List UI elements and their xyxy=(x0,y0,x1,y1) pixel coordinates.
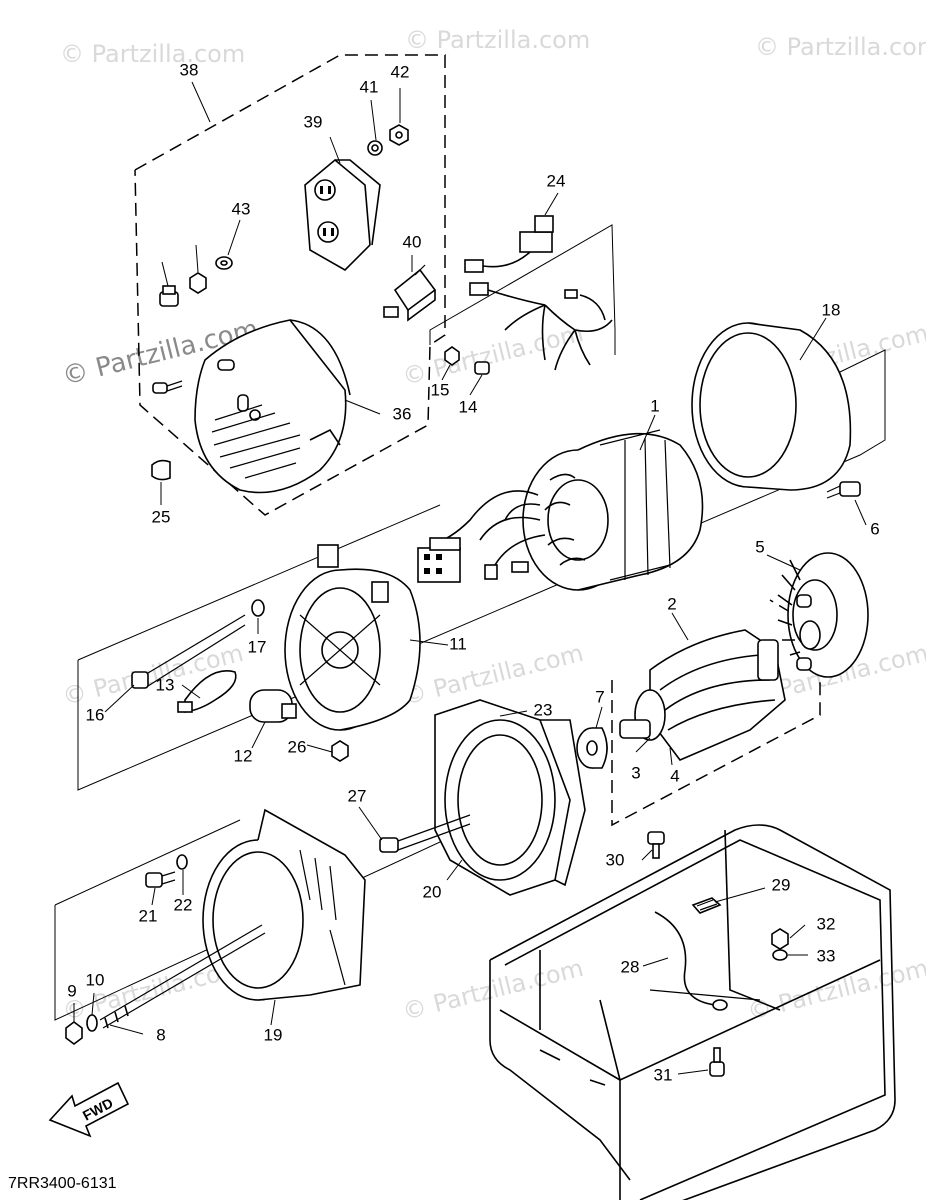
lock-washer-39 xyxy=(367,140,383,156)
callout-5: 5 xyxy=(755,537,764,556)
plug-25 xyxy=(151,459,171,481)
callout-39: 41 xyxy=(360,77,379,96)
callout-28: 28 xyxy=(621,957,640,976)
callout-20: 20 xyxy=(423,882,442,901)
stator-connector xyxy=(417,537,529,583)
rear-bracket-11 xyxy=(284,544,421,731)
through-bolt-16 xyxy=(131,614,246,689)
callout-14: 14 xyxy=(459,397,478,416)
nut-26 xyxy=(331,740,349,762)
callout-11: 11 xyxy=(449,634,467,653)
ground-wire-28 xyxy=(654,911,728,1011)
stud-8 xyxy=(99,924,266,1029)
screw-35 xyxy=(152,380,183,394)
callout-23: 23 xyxy=(534,700,553,719)
callout-6: 6 xyxy=(870,519,879,538)
watermark: © Partzilla.com xyxy=(60,40,245,68)
callout-3: 3 xyxy=(631,763,640,782)
callout-13: 13 xyxy=(156,675,175,694)
callout-8: 8 xyxy=(156,1025,165,1044)
callout-34: 38 xyxy=(180,60,199,79)
assembly-boundary-upper xyxy=(77,349,886,791)
callout-labels: 38 39 41 42 24 43 40 36 25 15 14 18 1 6 … xyxy=(67,60,879,1084)
nut-15 xyxy=(444,346,460,366)
callout-7: 7 xyxy=(595,687,604,706)
leader-lines xyxy=(73,81,867,1075)
bolt-43 xyxy=(159,285,179,307)
forward-direction-arrow: FWD xyxy=(48,1081,130,1138)
callout-35: 36 xyxy=(393,404,412,423)
screw-14 xyxy=(474,361,490,375)
fan-5 xyxy=(777,552,869,678)
bolt-31 xyxy=(709,1047,725,1077)
fan-housing-19 xyxy=(202,808,366,1001)
callout-21: 21 xyxy=(139,906,158,925)
callout-2: 2 xyxy=(667,594,676,613)
assembly-boundary-line xyxy=(77,504,441,661)
stator-1 xyxy=(429,429,704,591)
callout-30: 30 xyxy=(606,850,625,869)
callout-16: 16 xyxy=(86,705,105,724)
nut-32 xyxy=(771,928,789,950)
bolt-30 xyxy=(647,831,665,859)
callout-31: 31 xyxy=(654,1065,673,1084)
callout-17: 17 xyxy=(248,637,267,656)
circuit-breaker-38 xyxy=(383,264,437,322)
bearing-7 xyxy=(576,727,608,769)
nut-40 xyxy=(389,124,409,146)
diagram-code: 7RR3400-6131 xyxy=(8,1175,117,1192)
callout-26: 26 xyxy=(288,737,307,756)
callout-10: 10 xyxy=(86,970,105,989)
callout-40: 42 xyxy=(391,62,410,81)
callout-18: 18 xyxy=(822,300,841,319)
callout-12: 12 xyxy=(234,746,253,765)
watermark: © Partzilla.com xyxy=(405,26,590,54)
harness-boundary xyxy=(429,224,616,355)
group-34-boundary xyxy=(134,54,446,516)
callout-24: 24 xyxy=(547,171,566,190)
lower-boundary-top xyxy=(54,819,241,906)
watermark: © Partzilla.com xyxy=(400,954,586,1026)
callout-1: 1 xyxy=(650,396,659,415)
callout-15: 15 xyxy=(431,380,450,399)
flange-20 xyxy=(434,699,586,896)
washer-33 xyxy=(772,949,788,961)
wire-harness-24 xyxy=(464,215,613,371)
callout-32: 32 xyxy=(817,914,836,933)
callout-27: 27 xyxy=(348,786,367,805)
bolt-6 xyxy=(826,481,861,499)
outlet-36 xyxy=(304,158,381,271)
callout-25: 25 xyxy=(152,507,171,526)
watermark: © Partzilla.com xyxy=(755,33,926,61)
callout-19: 19 xyxy=(264,1025,283,1044)
callout-36: 39 xyxy=(304,112,323,131)
washer-17 xyxy=(251,599,265,617)
nut-9 xyxy=(65,1021,83,1045)
callout-33: 33 xyxy=(817,946,836,965)
washer-41 xyxy=(215,256,233,270)
washer-10 xyxy=(86,1014,98,1032)
end-cover-35 xyxy=(194,319,351,494)
frame xyxy=(489,824,896,1200)
strap-13 xyxy=(177,670,237,713)
watermark: © Partzilla.com xyxy=(400,639,586,711)
callout-4: 4 xyxy=(670,766,679,785)
callout-29: 29 xyxy=(772,875,791,894)
rotor-2 xyxy=(619,629,786,761)
nut-42 xyxy=(189,272,207,294)
callout-38: 40 xyxy=(403,232,422,251)
bolt-21 xyxy=(145,871,176,888)
callout-9: 9 xyxy=(67,981,76,1000)
washer-22 xyxy=(176,854,188,870)
label-29 xyxy=(691,897,722,914)
callout-41: 43 xyxy=(232,199,251,218)
bolt-27 xyxy=(379,814,471,853)
band-18 xyxy=(691,322,852,491)
capacitor-12 xyxy=(249,689,297,723)
callout-22: 22 xyxy=(174,895,193,914)
watermark: © Partzilla.com xyxy=(400,319,586,391)
